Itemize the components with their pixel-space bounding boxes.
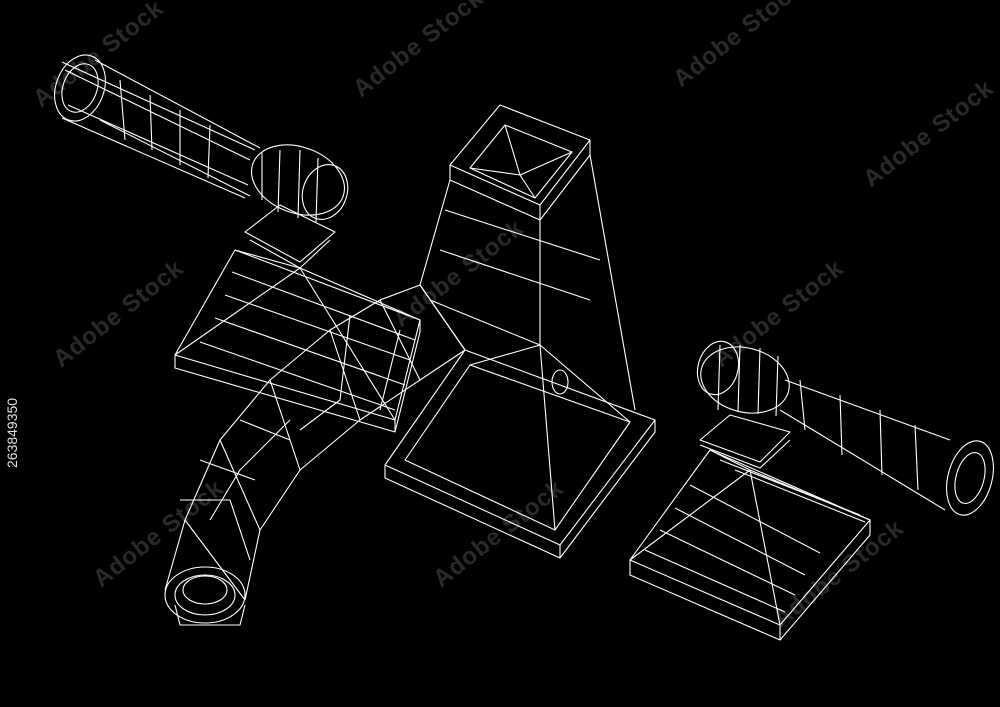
left-handle-lever (54, 54, 349, 223)
right-handle-lever (696, 340, 994, 516)
right-handle-base (629, 414, 871, 641)
left-handle-base (174, 204, 421, 433)
stock-id: 263849350 (4, 397, 20, 468)
center-spout-body (164, 104, 656, 626)
